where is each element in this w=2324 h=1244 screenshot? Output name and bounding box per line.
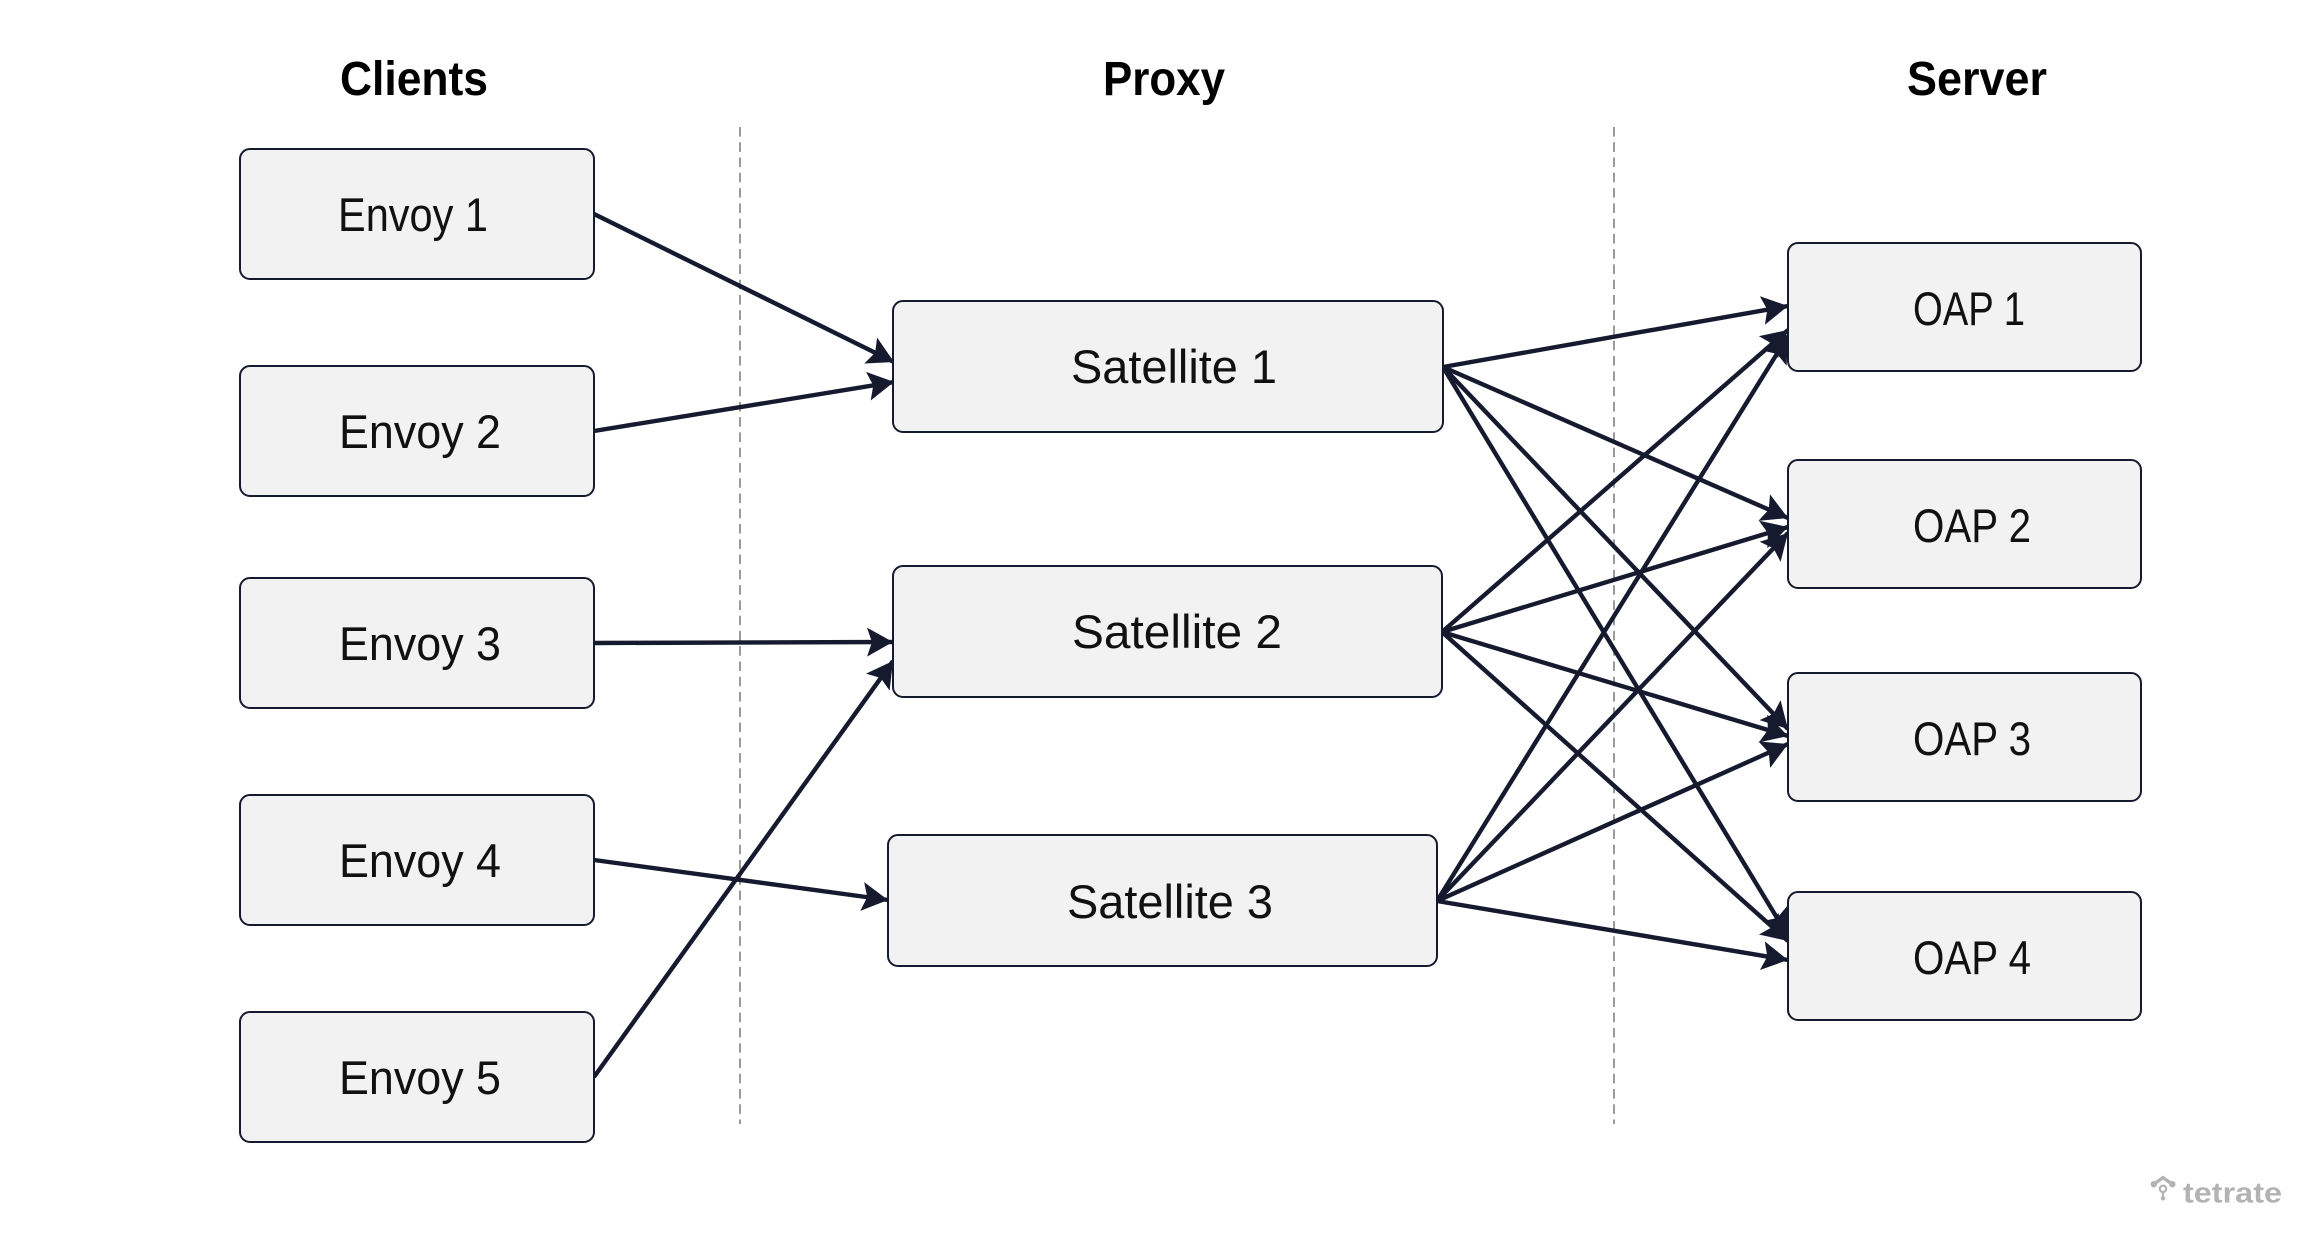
svg-text:Envoy 4: Envoy 4 bbox=[339, 834, 501, 887]
svg-text:Satellite 2: Satellite 2 bbox=[1072, 605, 1282, 658]
svg-text:tetrate: tetrate bbox=[2183, 1178, 2282, 1210]
svg-text:OAP 1: OAP 1 bbox=[1913, 282, 2025, 335]
svg-text:Proxy: Proxy bbox=[1103, 53, 1225, 106]
svg-text:Envoy 1: Envoy 1 bbox=[338, 188, 488, 241]
svg-text:Clients: Clients bbox=[340, 53, 488, 106]
svg-text:Satellite 1: Satellite 1 bbox=[1071, 340, 1277, 393]
svg-text:Server: Server bbox=[1907, 53, 2047, 106]
svg-text:Envoy 5: Envoy 5 bbox=[339, 1051, 501, 1104]
svg-text:Satellite 3: Satellite 3 bbox=[1067, 875, 1273, 928]
svg-text:Envoy 2: Envoy 2 bbox=[339, 405, 501, 458]
svg-text:OAP 3: OAP 3 bbox=[1913, 712, 2031, 765]
svg-text:OAP 4: OAP 4 bbox=[1913, 931, 2031, 984]
svg-text:OAP 2: OAP 2 bbox=[1913, 499, 2031, 552]
svg-text:Envoy 3: Envoy 3 bbox=[339, 617, 501, 670]
